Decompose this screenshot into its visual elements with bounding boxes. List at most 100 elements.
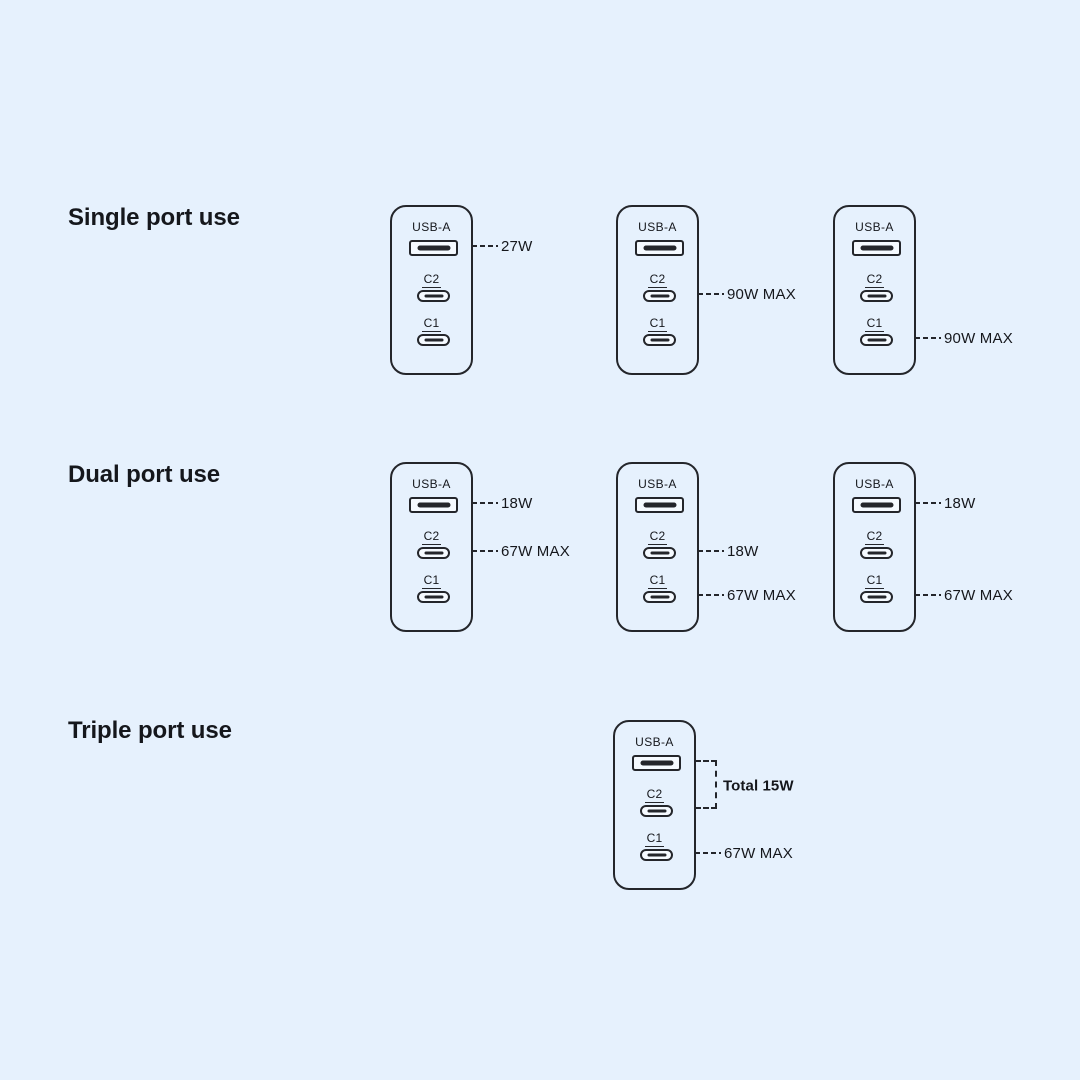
usb-a-pin (643, 502, 676, 508)
charger-dual-3: USB-A C2 C1 18W 67W MAX (833, 462, 1013, 632)
c2-pin (647, 809, 666, 813)
c2-port-icon (417, 290, 450, 302)
c1-port-icon (860, 591, 893, 603)
c2-pin (424, 551, 443, 555)
usb-a-port-icon (852, 240, 901, 256)
section-heading-dual-port: Dual port use (68, 461, 221, 488)
usb-a-port-label: USB-A (412, 220, 451, 234)
c2-port-icon (860, 290, 893, 302)
c1-label-row: C1 (615, 831, 694, 847)
c1-pin (867, 595, 886, 599)
c1-port-label: C1 (864, 573, 885, 589)
power-label: 18W (944, 494, 976, 512)
section-heading-triple-port: Triple port use (68, 717, 232, 744)
power-annotation-usb-a: 27W (472, 237, 532, 255)
usb-a-port-label: USB-A (638, 477, 677, 491)
power-label: 18W (727, 542, 759, 560)
charger-dual-1: USB-A C2 C1 18W 67W MAX (390, 462, 570, 632)
c2-label-row: C2 (392, 529, 471, 545)
power-annotation-c1: 67W MAX (915, 586, 1013, 604)
c1-port-icon (417, 591, 450, 603)
power-annotation-usb-a: 18W (915, 494, 975, 512)
dashed-connector (915, 502, 941, 504)
power-label: 67W MAX (724, 844, 793, 862)
c1-port-label: C1 (421, 573, 442, 589)
c2-label-row: C2 (618, 529, 697, 545)
usb-a-label-row: USB-A (618, 220, 697, 234)
charger-single-2: USB-A C2 C1 90W MAX (616, 205, 796, 375)
section-heading-single-port: Single port use (68, 204, 240, 231)
usb-a-port-icon (409, 240, 458, 256)
usb-a-label-row: USB-A (835, 477, 914, 491)
c1-port-label: C1 (647, 573, 668, 589)
c2-port-icon (643, 547, 676, 559)
usb-a-port-label: USB-A (412, 477, 451, 491)
charger-body: USB-A C2 C1 (616, 205, 699, 375)
power-label: 67W MAX (501, 542, 570, 560)
charger-triple-1: USB-A C2 C1 Total 15W 67W MAX (613, 720, 794, 890)
c2-label-row: C2 (615, 787, 694, 803)
charger-dual-2: USB-A C2 C1 18W 67W MAX (616, 462, 796, 632)
c1-label-row: C1 (618, 316, 697, 332)
c2-port-label: C2 (421, 272, 442, 288)
c2-port-icon (640, 805, 673, 817)
dashed-connector (472, 502, 498, 504)
c1-port-icon (640, 849, 673, 861)
charger-single-3: USB-A C2 C1 90W MAX (833, 205, 1013, 375)
dashed-connector (695, 852, 721, 854)
usb-a-label-row: USB-A (615, 735, 694, 749)
c2-pin (867, 294, 886, 298)
charger-body: USB-A C2 C1 (833, 205, 916, 375)
usb-a-port-icon (632, 755, 681, 771)
c2-pin (867, 551, 886, 555)
c2-port-icon (860, 547, 893, 559)
c1-port-label: C1 (864, 316, 885, 332)
c2-pin (650, 294, 669, 298)
usb-a-pin (860, 502, 893, 508)
dashed-connector (698, 293, 724, 295)
power-label: 90W MAX (727, 285, 796, 303)
usb-a-port-icon (852, 497, 901, 513)
usb-a-c2-group-bracket (695, 760, 717, 809)
dashed-connector (472, 245, 498, 247)
c2-port-label: C2 (864, 272, 885, 288)
usb-a-label-row: USB-A (835, 220, 914, 234)
c1-pin (650, 595, 669, 599)
c2-port-label: C2 (647, 529, 668, 545)
c2-port-label: C2 (644, 787, 665, 803)
dashed-connector (915, 594, 941, 596)
c1-port-icon (643, 591, 676, 603)
dashed-connector (915, 337, 941, 339)
power-label: 90W MAX (944, 329, 1013, 347)
c1-port-label: C1 (644, 831, 665, 847)
c1-pin (424, 338, 443, 342)
c1-port-icon (860, 334, 893, 346)
usb-a-port-label: USB-A (855, 477, 894, 491)
usb-a-port-icon (635, 240, 684, 256)
c2-label-row: C2 (618, 272, 697, 288)
c2-port-label: C2 (647, 272, 668, 288)
charger-single-1: USB-A C2 C1 27W (390, 205, 532, 375)
c1-pin (647, 853, 666, 857)
charger-body: USB-A C2 C1 (616, 462, 699, 632)
usb-a-pin (417, 245, 450, 251)
power-annotation-c1: 67W MAX (698, 586, 796, 604)
c2-label-row: C2 (392, 272, 471, 288)
c2-pin (424, 294, 443, 298)
usb-a-pin (417, 502, 450, 508)
power-annotation-c2: 67W MAX (472, 542, 570, 560)
usb-a-port-label: USB-A (635, 735, 674, 749)
charger-body: USB-A C2 C1 (390, 462, 473, 632)
c1-label-row: C1 (392, 316, 471, 332)
usb-a-label-row: USB-A (392, 477, 471, 491)
usb-a-port-icon (635, 497, 684, 513)
power-annotation-usb-a: 18W (472, 494, 532, 512)
charger-body: USB-A C2 C1 (833, 462, 916, 632)
usb-a-port-label: USB-A (638, 220, 677, 234)
c1-label-row: C1 (835, 573, 914, 589)
power-label: 27W (501, 237, 533, 255)
c1-pin (424, 595, 443, 599)
power-label: 18W (501, 494, 533, 512)
c1-label-row: C1 (835, 316, 914, 332)
